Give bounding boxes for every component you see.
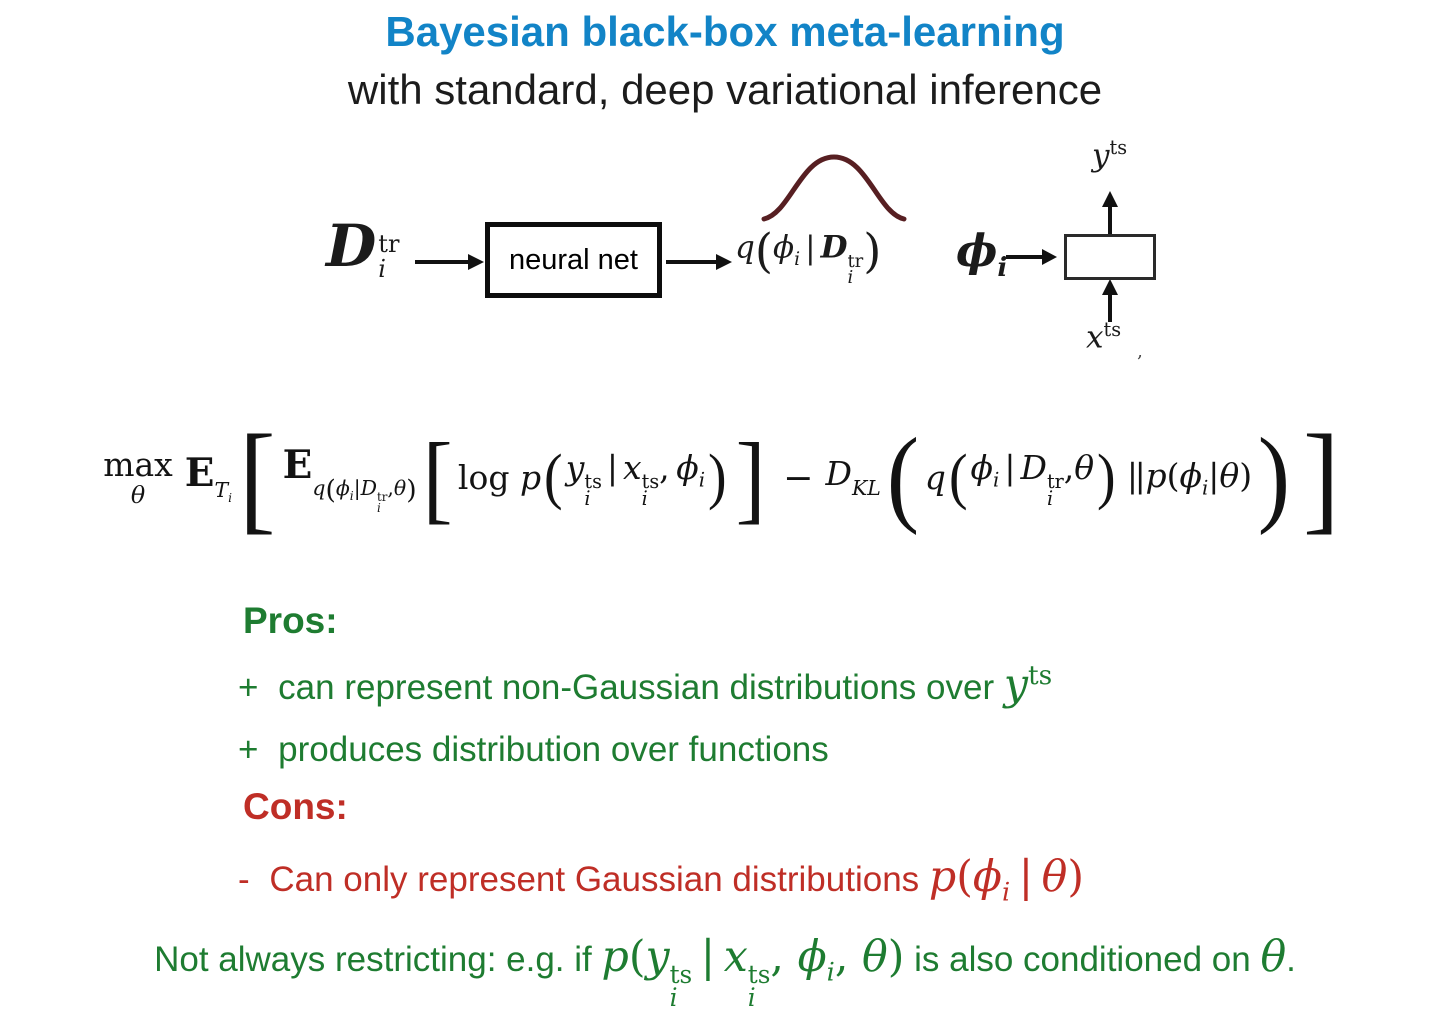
arrowhead-input-to-net (468, 254, 484, 270)
cons-item-1: - Can only represent Gaussian distributi… (238, 852, 1084, 908)
pros-item-2: + produces distribution over functions (238, 730, 829, 769)
pros-heading: Pros: (243, 600, 338, 641)
arrowhead-predictor-to-y (1102, 191, 1118, 207)
gaussian-curve-icon (761, 154, 907, 222)
y-test-label: yts (1092, 136, 1128, 174)
slide-subtitle: with standard, deep variational inferenc… (347, 66, 1103, 113)
arrowhead-net-to-posterior (716, 254, 732, 270)
phi-label: ϕi (956, 226, 1008, 283)
x-test-label: xts, (1086, 318, 1143, 363)
neural-net-box: neural net (485, 222, 662, 298)
diagram-graphics (415, 154, 1118, 322)
arrowhead-phi-to-predictor (1042, 249, 1057, 265)
arrowhead-x-to-predictor (1102, 279, 1118, 295)
neural-net-label: neural net (509, 243, 638, 276)
predictor-box (1064, 234, 1156, 280)
pros-item-1: + can represent non-Gaussian distributio… (238, 660, 1053, 711)
slide-title: Bayesian black-box meta-learning (385, 8, 1065, 55)
cons-heading: Cons: (243, 786, 348, 827)
